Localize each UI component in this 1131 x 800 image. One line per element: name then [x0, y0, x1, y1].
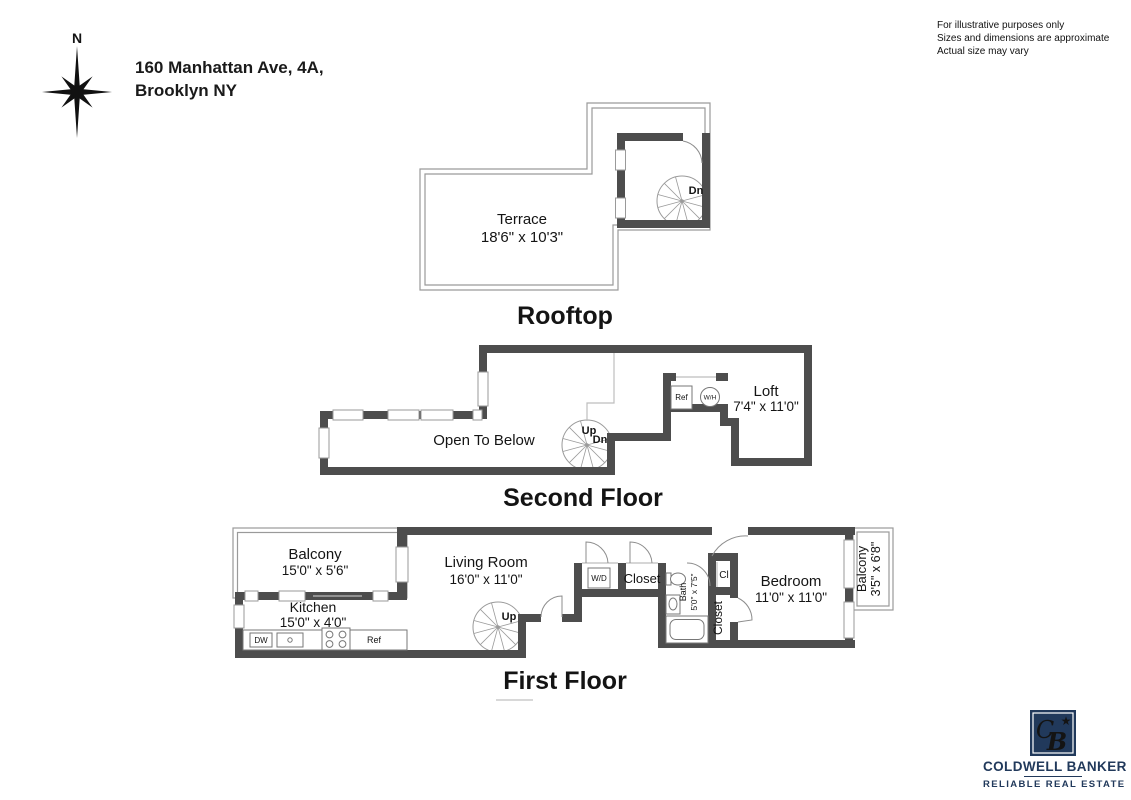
- second-floor-plan: Ref W/H Up Dn Open To Below Loft 7'4" x …: [318, 345, 812, 512]
- open-to-below-edge: [586, 353, 615, 421]
- address-line2: Brooklyn NY: [135, 81, 238, 100]
- open-to-below-label: Open To Below: [433, 432, 535, 449]
- second-stairs-up-label: Up: [582, 425, 597, 437]
- monogram-b: B: [1046, 727, 1067, 756]
- compass-rose: N: [42, 30, 112, 138]
- first-floor-plan: DW Ref W/D: [232, 527, 894, 701]
- bath-dims: 5'0" x 7'5": [689, 573, 699, 610]
- closet1-label: Closet: [624, 571, 661, 586]
- rooftop-title: Rooftop: [517, 302, 613, 330]
- address-line1: 160 Manhattan Ave, 4A,: [135, 58, 324, 77]
- bedroom-door-arc: [711, 535, 749, 557]
- kitchen-fridge-label: Ref: [367, 635, 382, 645]
- closet2-door-arc: [737, 597, 753, 623]
- first-stairs-up-label: Up: [502, 611, 517, 623]
- compass-north-label: N: [72, 30, 82, 46]
- first-floor-title: First Floor: [503, 667, 627, 695]
- bulkhead-window: [615, 197, 626, 219]
- dishwasher-label: DW: [254, 636, 268, 645]
- balcony-front-dims: 15'0" x 5'6": [282, 563, 349, 578]
- loft-label: Loft: [753, 383, 779, 400]
- living-room-label: Living Room: [444, 554, 527, 571]
- bulkhead-window: [615, 149, 626, 171]
- loft-dims: 7'4" x 11'0": [733, 399, 799, 414]
- kitchen-dims: 15'0" x 4'0": [280, 615, 347, 630]
- coldwell-banker-logo: C B ★ COLDWELL BANKER RELIABLE REAL ESTA…: [983, 710, 1127, 790]
- dishwasher-box: [249, 632, 273, 648]
- burner: [338, 640, 347, 648]
- rooftop-stairs-down-label: Dn: [689, 185, 704, 197]
- logo-tagline: RELIABLE REAL ESTATE: [983, 779, 1126, 790]
- fridge-label: Ref: [675, 393, 688, 402]
- bath-label: Bath: [678, 583, 688, 602]
- second-stairs-down-label: Dn: [593, 434, 608, 446]
- second-floor-title: Second Floor: [503, 484, 663, 512]
- kitchen-label: Kitchen: [290, 599, 337, 615]
- washer-dryer-box: [587, 567, 611, 589]
- balcony-front-label: Balcony: [288, 546, 342, 563]
- burner: [338, 630, 347, 639]
- disclaimer-line3: Actual size may vary: [937, 46, 1029, 57]
- cl-label: Cl: [719, 570, 728, 581]
- sink-box: [276, 632, 304, 648]
- disclaimer-text: For illustrative purposes only Sizes and…: [937, 19, 1109, 58]
- first-floor-spiral-stair: [472, 601, 524, 653]
- cb-monogram-icon: C B ★: [1030, 710, 1076, 756]
- burner: [325, 630, 334, 639]
- bathtub: [665, 615, 709, 644]
- disclaimer-line1: For illustrative purposes only: [937, 20, 1065, 31]
- bath-door-arc: [686, 562, 711, 587]
- balcony-rear-dims: 3'5" x 6'8": [869, 542, 883, 597]
- fridge-box: [670, 385, 693, 410]
- sink-drain: [287, 637, 293, 643]
- bedroom-label: Bedroom: [761, 573, 822, 590]
- closet-door-arc: [629, 541, 653, 564]
- water-heater-circle: [700, 387, 720, 407]
- logo-company-name: COLDWELL BANKER: [983, 759, 1127, 774]
- terrace-label: Terrace: [497, 211, 547, 228]
- first-floor-windows: [233, 539, 855, 639]
- bath-sink: [665, 594, 681, 615]
- balcony-rear-label: Balcony: [854, 545, 869, 592]
- entry-door-arc: [540, 595, 563, 618]
- monogram-c: C: [1036, 716, 1054, 744]
- wd-door-arc: [585, 541, 609, 564]
- logo-divider: [1024, 776, 1082, 777]
- bedroom-dims: 11'0" x 11'0": [755, 590, 827, 605]
- water-heater-label: W/H: [704, 395, 717, 402]
- washer-dryer-label: W/D: [591, 574, 607, 583]
- rooftop-spiral-stair: [656, 175, 708, 227]
- second-floor-windows: [318, 371, 489, 459]
- kitchen-counter: DW Ref: [242, 627, 408, 651]
- toilet-icon: [670, 572, 686, 586]
- closet2-label: Closet: [711, 600, 725, 635]
- terrace-dims: 18'6" x 10'3": [481, 229, 563, 246]
- burner: [325, 640, 334, 648]
- door-arcs: [540, 535, 753, 623]
- rooftop-bulkhead-walls: [615, 133, 710, 228]
- rooftop-plan: Dn Terrace 18'6" x 10'3" Rooftop: [419, 102, 711, 330]
- stove-box: [321, 627, 351, 651]
- bulkhead-door-arc: [682, 140, 703, 164]
- property-address: 160 Manhattan Ave, 4A, Brooklyn NY: [135, 56, 324, 102]
- disclaimer-line2: Sizes and dimensions are approximate: [937, 33, 1110, 44]
- monogram-star-icon: ★: [1061, 714, 1072, 728]
- compass-star-icon: [42, 46, 112, 138]
- living-room-dims: 16'0" x 11'0": [449, 572, 522, 587]
- bath-fixtures: [665, 572, 709, 644]
